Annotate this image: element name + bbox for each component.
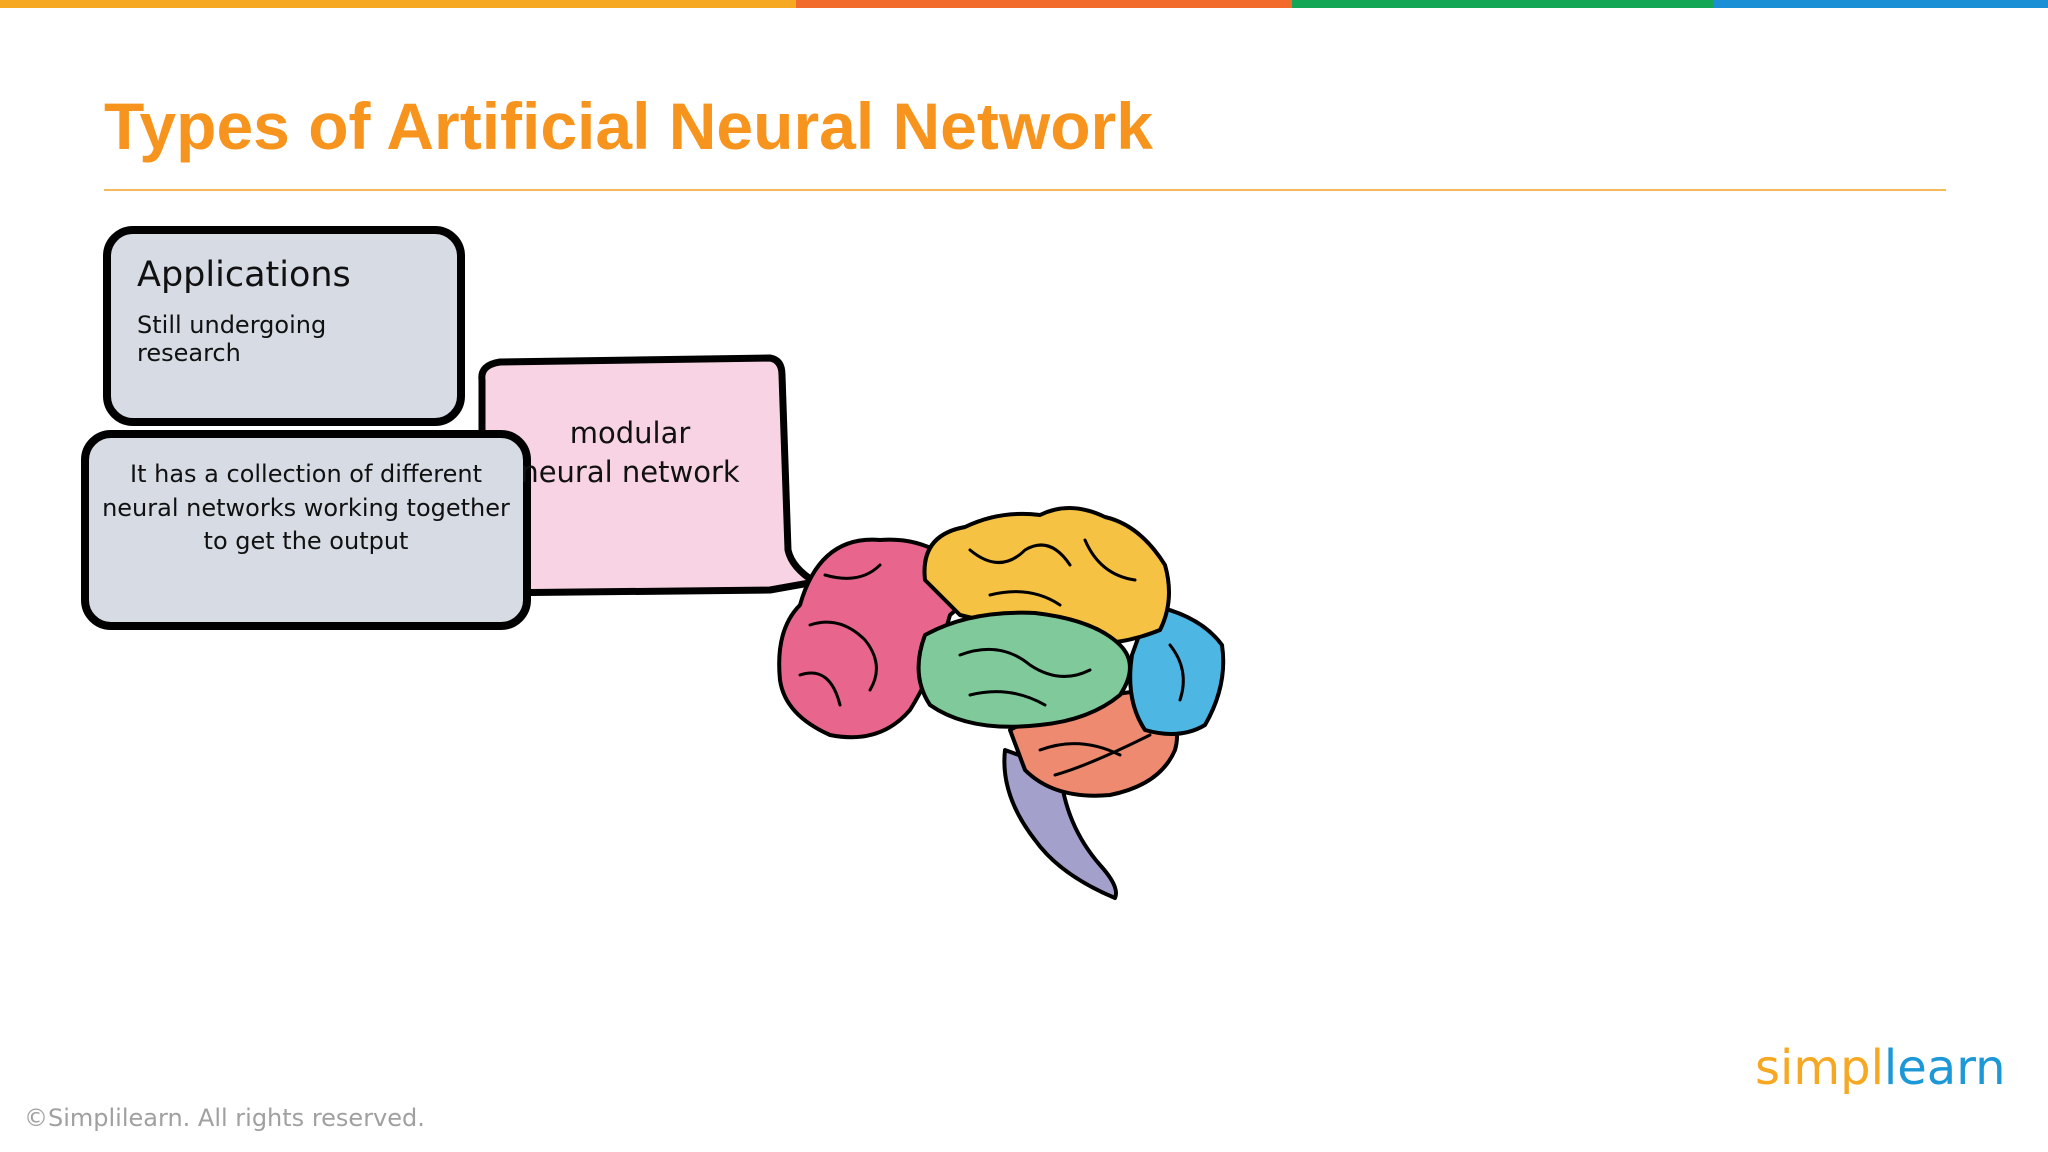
title-divider bbox=[104, 189, 1946, 191]
copyright-text: ©Simplilearn. All rights reserved. bbox=[24, 1104, 425, 1132]
applications-box: Applications Still undergoing research bbox=[103, 226, 465, 426]
bar-segment-red bbox=[796, 0, 1292, 8]
top-color-bar bbox=[0, 0, 2048, 8]
bar-segment-blue bbox=[1713, 0, 2048, 8]
brain-illustration-icon bbox=[777, 505, 1226, 900]
applications-heading: Applications bbox=[137, 255, 351, 295]
logo-part-simpl: simpl bbox=[1755, 1040, 1884, 1096]
logo-part-learn: learn bbox=[1883, 1040, 2006, 1096]
description-box: It has a collection of different neural … bbox=[81, 430, 531, 630]
bar-segment-orange bbox=[0, 0, 796, 8]
description-text: It has a collection of different neural … bbox=[102, 460, 510, 556]
slide-title: Types of Artificial Neural Network bbox=[104, 89, 1153, 163]
bar-segment-green bbox=[1292, 0, 1713, 8]
network-type-label: modular neural network bbox=[520, 416, 740, 490]
applications-text: Still undergoing research bbox=[137, 310, 327, 367]
simplilearn-logo: simpllearn bbox=[1755, 1040, 2006, 1096]
